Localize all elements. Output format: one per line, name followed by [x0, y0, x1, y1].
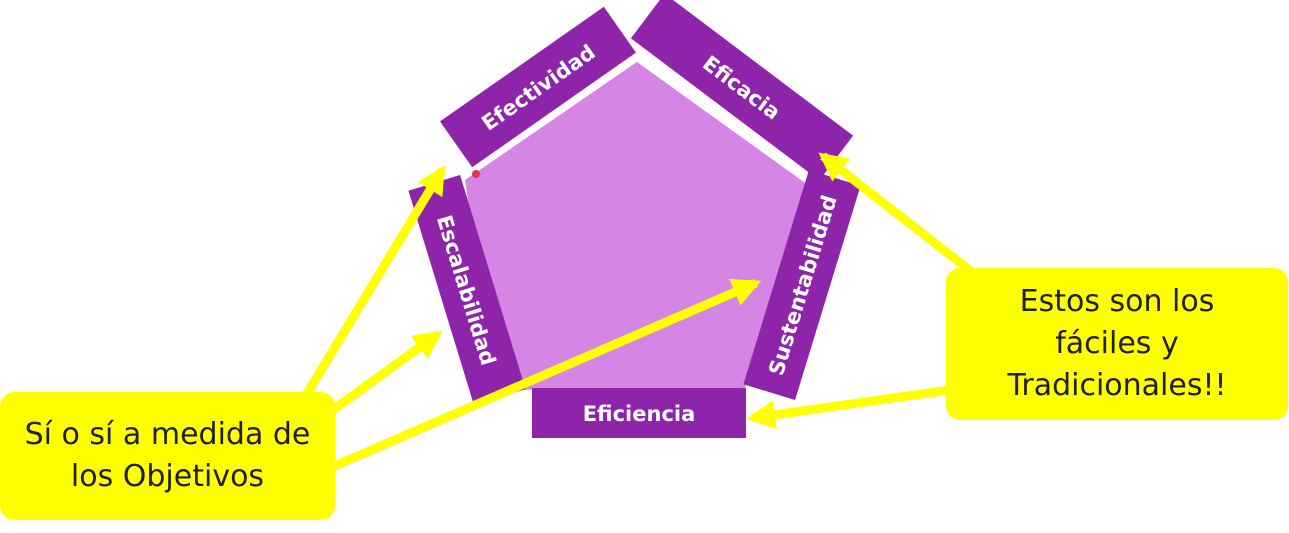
- band-eficiencia: Eficiencia: [532, 388, 746, 438]
- arrow-to-eficiencia: [746, 385, 951, 430]
- pentagon-center: [465, 62, 808, 390]
- callout-tradicionales: Estos son los fáciles y Tradicionales!!: [946, 268, 1288, 420]
- arrow-to-eficacia: [818, 152, 975, 276]
- callout-left-line-2: los Objetivos: [70, 459, 265, 494]
- callout-right-line-1: Estos son los: [1019, 284, 1215, 319]
- callout-left-line-1: Sí o sí a medida de: [24, 417, 311, 452]
- label-eficiencia: Eficiencia: [583, 402, 696, 426]
- arrow-to-escalabilidad: [327, 330, 443, 416]
- arrow-to-efectividad: [296, 165, 446, 408]
- callout-objetivos: Sí o sí a medida de los Objetivos: [0, 392, 335, 520]
- marker-dot: [472, 170, 480, 178]
- arrow-to-sustentabilidad: [328, 278, 762, 473]
- callout-right-line-2: fáciles y: [1055, 326, 1179, 361]
- callout-right-line-3: Tradicionales!!: [1007, 368, 1227, 403]
